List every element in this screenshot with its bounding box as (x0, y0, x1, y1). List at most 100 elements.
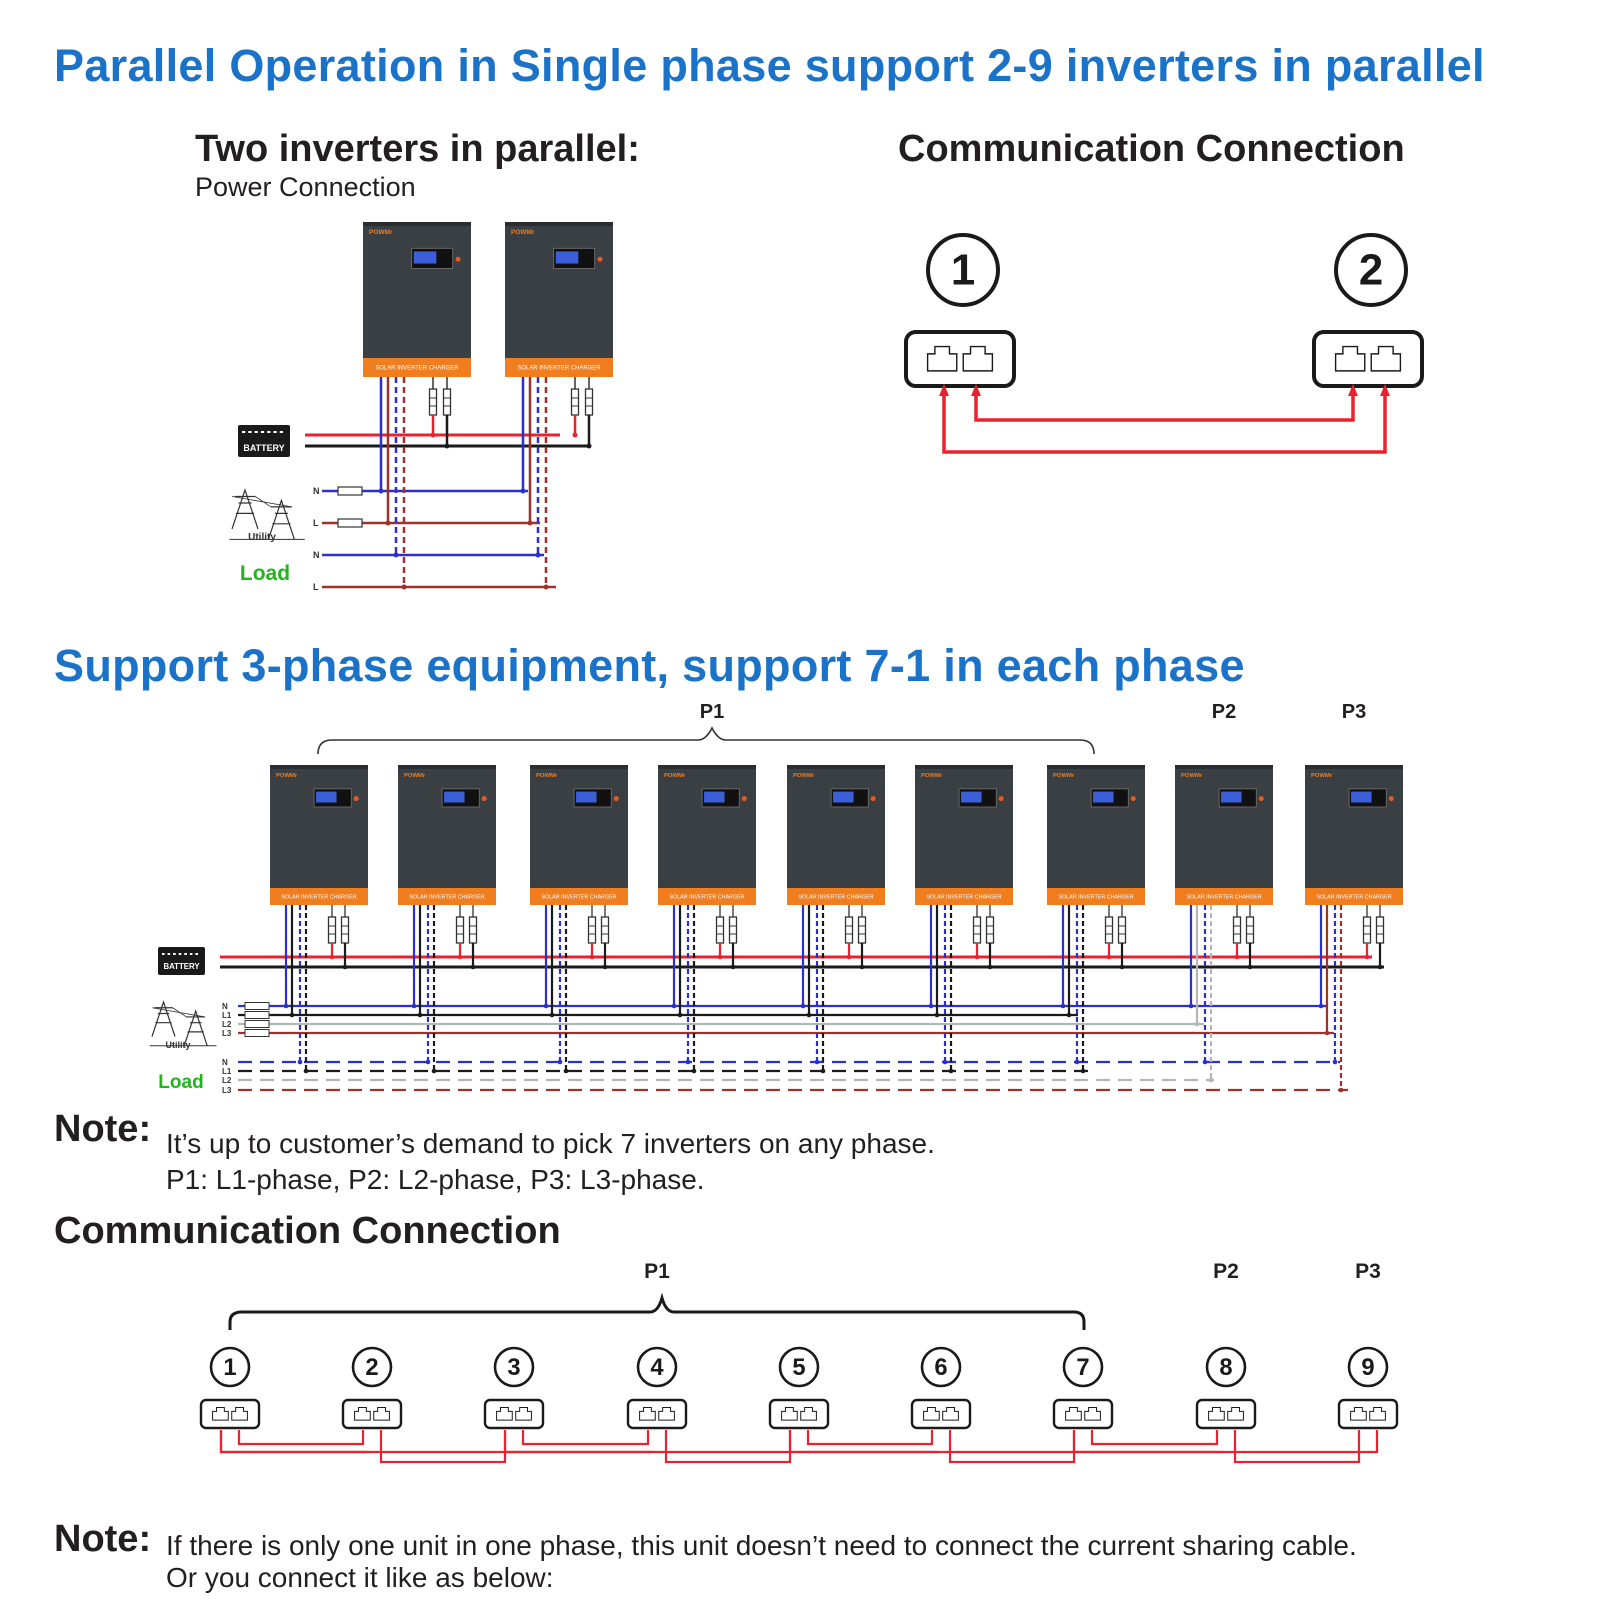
unit-number-text: 1 (951, 246, 975, 295)
junction-dot (741, 796, 747, 802)
junction-dot (342, 964, 348, 970)
inverter-body (1047, 765, 1145, 905)
breaker (985, 916, 995, 944)
unit-number-text: 2 (365, 1354, 378, 1381)
junction-dot (974, 954, 980, 960)
rj45-port-block (341, 1398, 403, 1430)
unit-number-circle (920, 1346, 962, 1388)
rj45-housing (904, 330, 1016, 388)
junction-dot (613, 796, 619, 802)
rj45-jack-icon (231, 1407, 248, 1421)
breaker (715, 916, 725, 944)
page-title: Parallel Operation in Single phase suppo… (54, 40, 1485, 91)
junction-dot (1119, 964, 1125, 970)
note-2-line-2: Or you connect it like as below: (166, 1562, 554, 1593)
breaker (428, 388, 438, 416)
junction-dot (942, 1059, 948, 1065)
junction-dot (1080, 1068, 1086, 1074)
wire (151, 1000, 176, 1037)
unit-number-circle (1347, 1346, 1389, 1388)
inverter-lcd-screen (1221, 791, 1242, 803)
inverter-panel-text: SOLAR INVERTER CHARGER (409, 895, 484, 901)
inverter-body (915, 765, 1013, 905)
breaker (584, 388, 594, 416)
load-n-label: N (313, 550, 320, 560)
breaker (327, 916, 337, 944)
inverter-brand-logo: POWMr (1181, 773, 1203, 779)
rj45-port-block (1312, 330, 1424, 388)
junction-dot (527, 520, 533, 526)
utility-icon (149, 1000, 217, 1047)
inverter-brand-logo: POWMr (793, 773, 815, 779)
inverter-brand-logo: POWMr (404, 773, 426, 779)
junction-dot (470, 964, 476, 970)
junction-dot (717, 954, 723, 960)
inverter-lcd-screen (1093, 791, 1114, 803)
breaker (1375, 916, 1385, 944)
inverter-unit: SOLAR INVERTER CHARGER POWMr (787, 765, 885, 905)
junction-dot (806, 1012, 812, 1018)
rj45-housing (1312, 330, 1424, 388)
unit-number-badge: 5 (778, 1346, 820, 1388)
breaker (1245, 916, 1255, 944)
junction-dot (685, 1059, 691, 1065)
unit-number-text: 6 (934, 1354, 947, 1381)
unit-number-badge: 6 (920, 1346, 962, 1388)
comm-cable-segment (1090, 1430, 1219, 1446)
rj45-port-block (1195, 1398, 1257, 1430)
junction-dot (1247, 964, 1253, 970)
load-phase-label: L3 (222, 1086, 232, 1095)
junction-dot (928, 1003, 934, 1009)
utility-label: Utility (248, 532, 276, 543)
battery-icon: BATTERY (158, 947, 205, 975)
unit-number-text: 1 (223, 1354, 236, 1381)
comm-cable-segment (1233, 1430, 1361, 1464)
rj45-port-block (1052, 1398, 1114, 1430)
utility-phase-label: N (222, 1002, 228, 1011)
inverter-brand-logo: POWMr (921, 773, 943, 779)
comm-cable-outer (942, 388, 1387, 454)
junction-dot (602, 964, 608, 970)
junction-dot (417, 1012, 423, 1018)
inverter-top-edge (530, 765, 628, 769)
input-breaker (244, 1029, 270, 1037)
rj45-jack-icon (926, 345, 958, 372)
junction-dot (948, 1068, 954, 1074)
rj45-jack-icon (515, 1407, 532, 1421)
inverter-panel-text: SOLAR INVERTER CHARGER (926, 895, 1001, 901)
unit-number-text: 5 (792, 1354, 805, 1381)
rj45-port-block (904, 330, 1016, 388)
inverter-panel-text: SOLAR INVERTER CHARGER (798, 895, 873, 901)
inverter-top-edge (270, 765, 368, 769)
breaker (972, 916, 982, 944)
rj45-port-block (910, 1398, 972, 1430)
comm-cable-return (788, 1430, 938, 1454)
rj45-housing (768, 1398, 830, 1430)
group-label-p3: P3 (1355, 1260, 1381, 1283)
unit-number-circle (351, 1346, 393, 1388)
inverter-band (915, 888, 1013, 905)
cable-arrowhead (1380, 384, 1390, 396)
junction-dot (520, 488, 526, 494)
unit-number-badge: 4 (636, 1346, 678, 1388)
rj45-jack-icon (1065, 1407, 1082, 1421)
junction-dot (385, 520, 391, 526)
inverter-brand-logo: POWMr (511, 229, 535, 236)
rj45-jack-icon (373, 1407, 390, 1421)
p1-brace (317, 726, 1095, 755)
inverter-panel-text: SOLAR INVERTER CHARGER (541, 895, 616, 901)
group-label-p2: P2 (1213, 1260, 1239, 1283)
utility-n-label: N (313, 486, 320, 496)
note-2-label: Note: (54, 1518, 152, 1560)
junction-dot (998, 796, 1004, 802)
inverter-body (530, 765, 628, 905)
junction-dot (393, 552, 399, 558)
breaker (340, 916, 350, 944)
note-1-line-1: It’s up to customer’s demand to pick 7 i… (166, 1128, 935, 1159)
inverter-lcd-screen (1351, 791, 1372, 803)
rj45-jack-icon (800, 1407, 817, 1421)
